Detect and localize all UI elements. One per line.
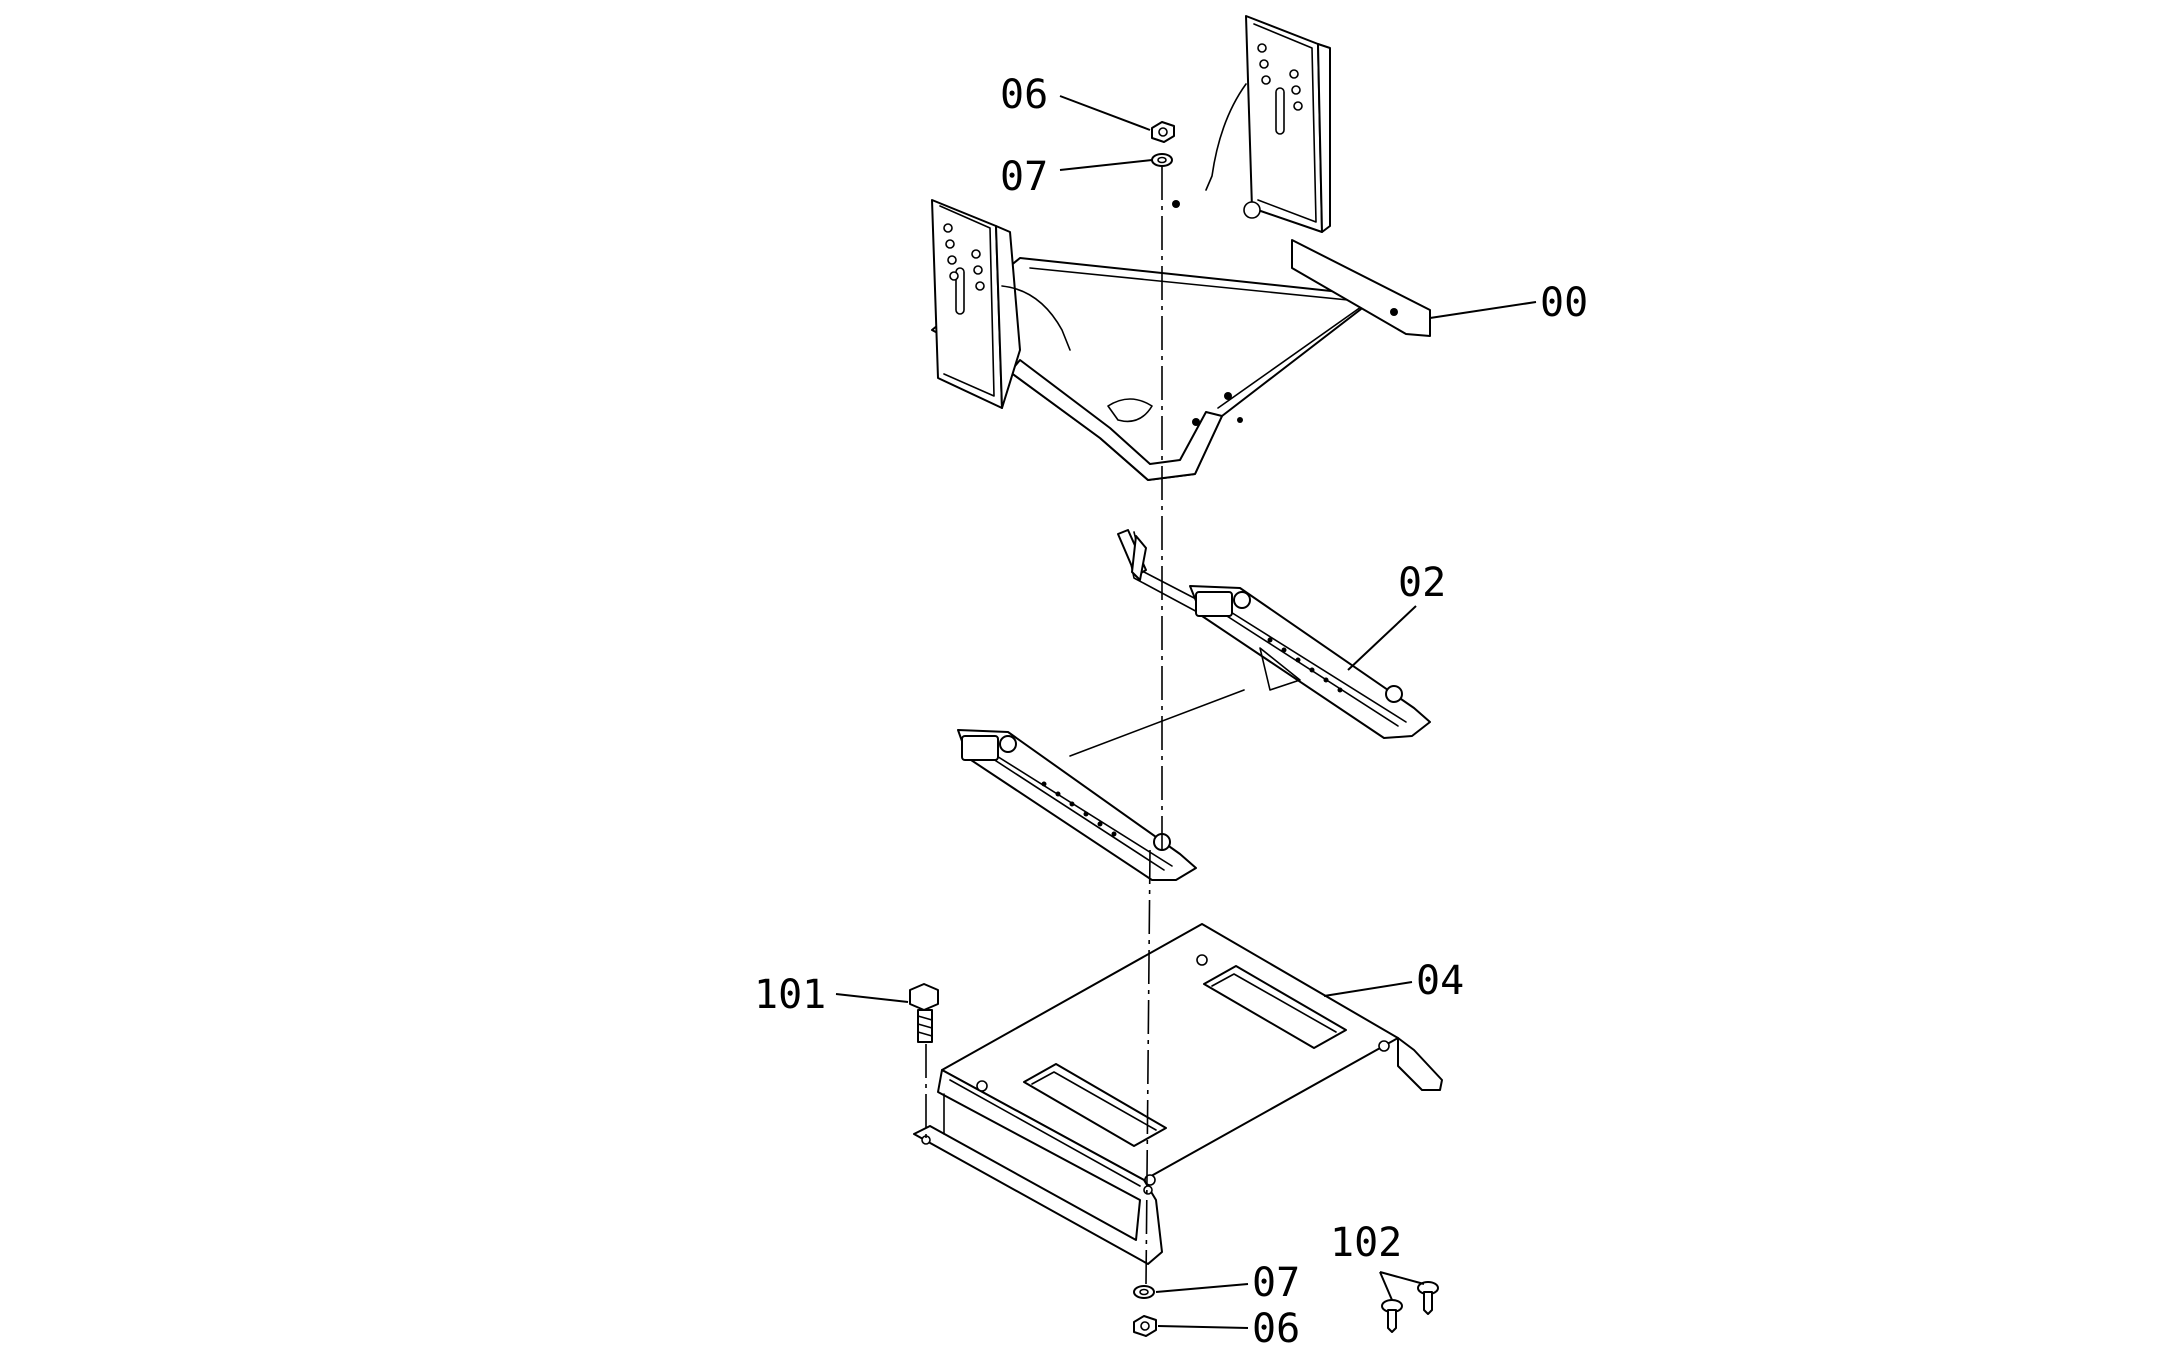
callout-07-bottom: 07 — [1252, 1260, 1300, 1306]
callout-02: 02 — [1398, 560, 1446, 606]
callout-07-top: 07 — [1000, 154, 1048, 200]
callout-04: 04 — [1416, 958, 1464, 1004]
slide-rail-assembly — [957, 529, 1431, 881]
lower-mounting-plate — [913, 923, 1443, 1265]
callout-06-top: 06 — [1000, 72, 1048, 118]
callout-101: 101 — [754, 972, 826, 1018]
bolt-101 — [909, 983, 939, 1043]
washer-07-bottom — [1133, 1285, 1155, 1299]
washer-07-top — [1151, 153, 1173, 167]
nut-06-bottom — [1133, 1315, 1157, 1337]
seat-base-bracket — [931, 15, 1431, 481]
screws-102 — [1381, 1281, 1439, 1333]
callout-labels: 00 02 04 06 07 101 102 07 06 — [754, 72, 1588, 1351]
callout-00: 00 — [1540, 280, 1588, 326]
callout-06-bottom: 06 — [1252, 1306, 1300, 1351]
leader-lines — [835, 95, 1537, 1329]
nut-06-top — [1151, 121, 1175, 143]
callout-102: 102 — [1330, 1220, 1402, 1266]
assembly-axis-lines — [925, 166, 1163, 1285]
